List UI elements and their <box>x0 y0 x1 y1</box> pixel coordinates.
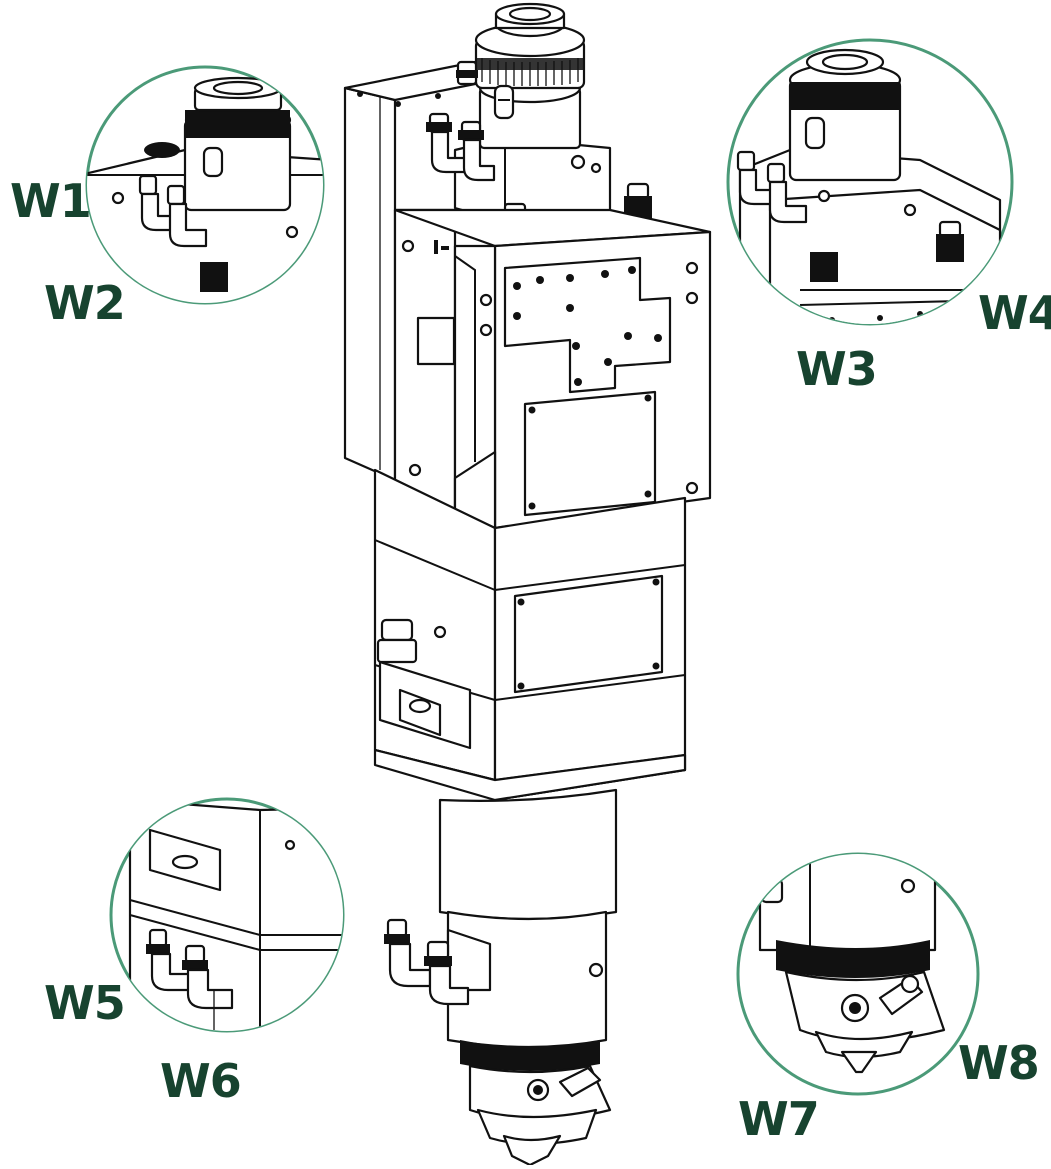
label-w6: W6 <box>160 1054 242 1108</box>
label-w3: W3 <box>796 342 878 396</box>
middle-body <box>373 468 687 802</box>
label-w8: W8 <box>958 1036 1040 1090</box>
top-water-fittings <box>426 60 652 242</box>
top-collimator <box>453 2 612 224</box>
zoom-circle-w3-w4 <box>726 38 1014 326</box>
zoom-circle-w7-w8 <box>736 852 980 1096</box>
label-w4: W4 <box>978 286 1051 340</box>
lower-cylinder <box>384 788 618 1167</box>
zoom-circle-w1-w2 <box>85 65 325 305</box>
label-w2: W2 <box>44 276 126 330</box>
label-w7: W7 <box>738 1092 820 1146</box>
label-w1: W1 <box>10 174 92 228</box>
label-w5: W5 <box>44 976 126 1030</box>
main-body <box>393 208 712 530</box>
laser-head-main <box>343 2 712 1167</box>
zoom-circle-w5-w6 <box>109 797 345 1033</box>
